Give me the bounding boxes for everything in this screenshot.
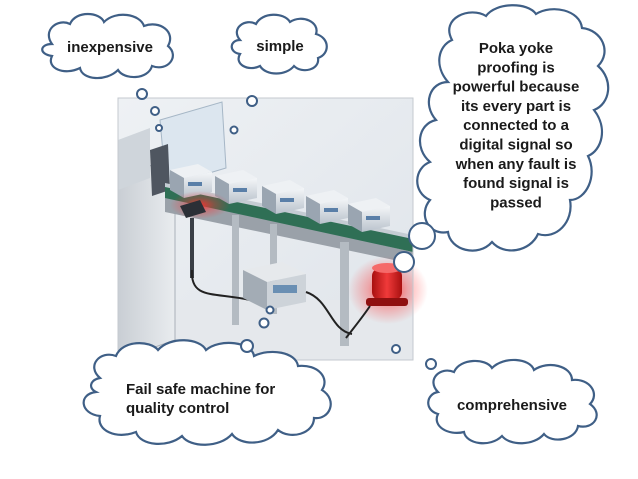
product-boxes [170,164,390,232]
poka-yoke-text-line-5: connected to a [463,117,570,134]
poka-yoke-text-line-1: Poka yoke [479,40,553,57]
conveyor-poka-yoke-illustration [117,97,428,361]
cloud-comprehensive-text: comprehensive [457,397,567,414]
warning-light-icon [345,256,428,339]
cloud-inexpensive-text: inexpensive [67,39,153,56]
fail-safe-text-line-1: Fail safe machine for [126,381,275,398]
cloud-comprehensive: comprehensive [427,358,598,445]
poka-yoke-text-line-6: digital signal so [459,137,572,154]
photoelectric-sensor-icon [170,191,251,301]
cloud-inexpensive: inexpensive [41,12,174,80]
poka-yoke-text-line-2: proofing is [477,59,555,76]
fail-safe-text-line-2: quality control [126,400,229,417]
cloud-poka-yoke: Poka yoke proofing is powerful because its … [416,4,610,252]
poka-yoke-text-line-3: powerful because [453,79,580,96]
thought-bubbles [136,88,437,370]
poka-yoke-text-line-8: found signal is [463,175,569,192]
poka-yoke-text: Poka yoke proofing is powerful because its … [453,40,580,211]
cloud-simple: simple [230,13,328,75]
cloud-simple-text: simple [256,38,304,55]
fail-safe-text: Fail safe machine for quality control [126,381,275,417]
cloud-fail-safe: Fail safe machine for quality control [82,339,332,446]
poka-yoke-text-line-9: passed [490,194,542,211]
poka-yoke-text-line-7: when any fault is [455,156,577,173]
controller-unit-icon [243,262,353,335]
poka-yoke-text-line-4: its every part is [461,98,571,115]
